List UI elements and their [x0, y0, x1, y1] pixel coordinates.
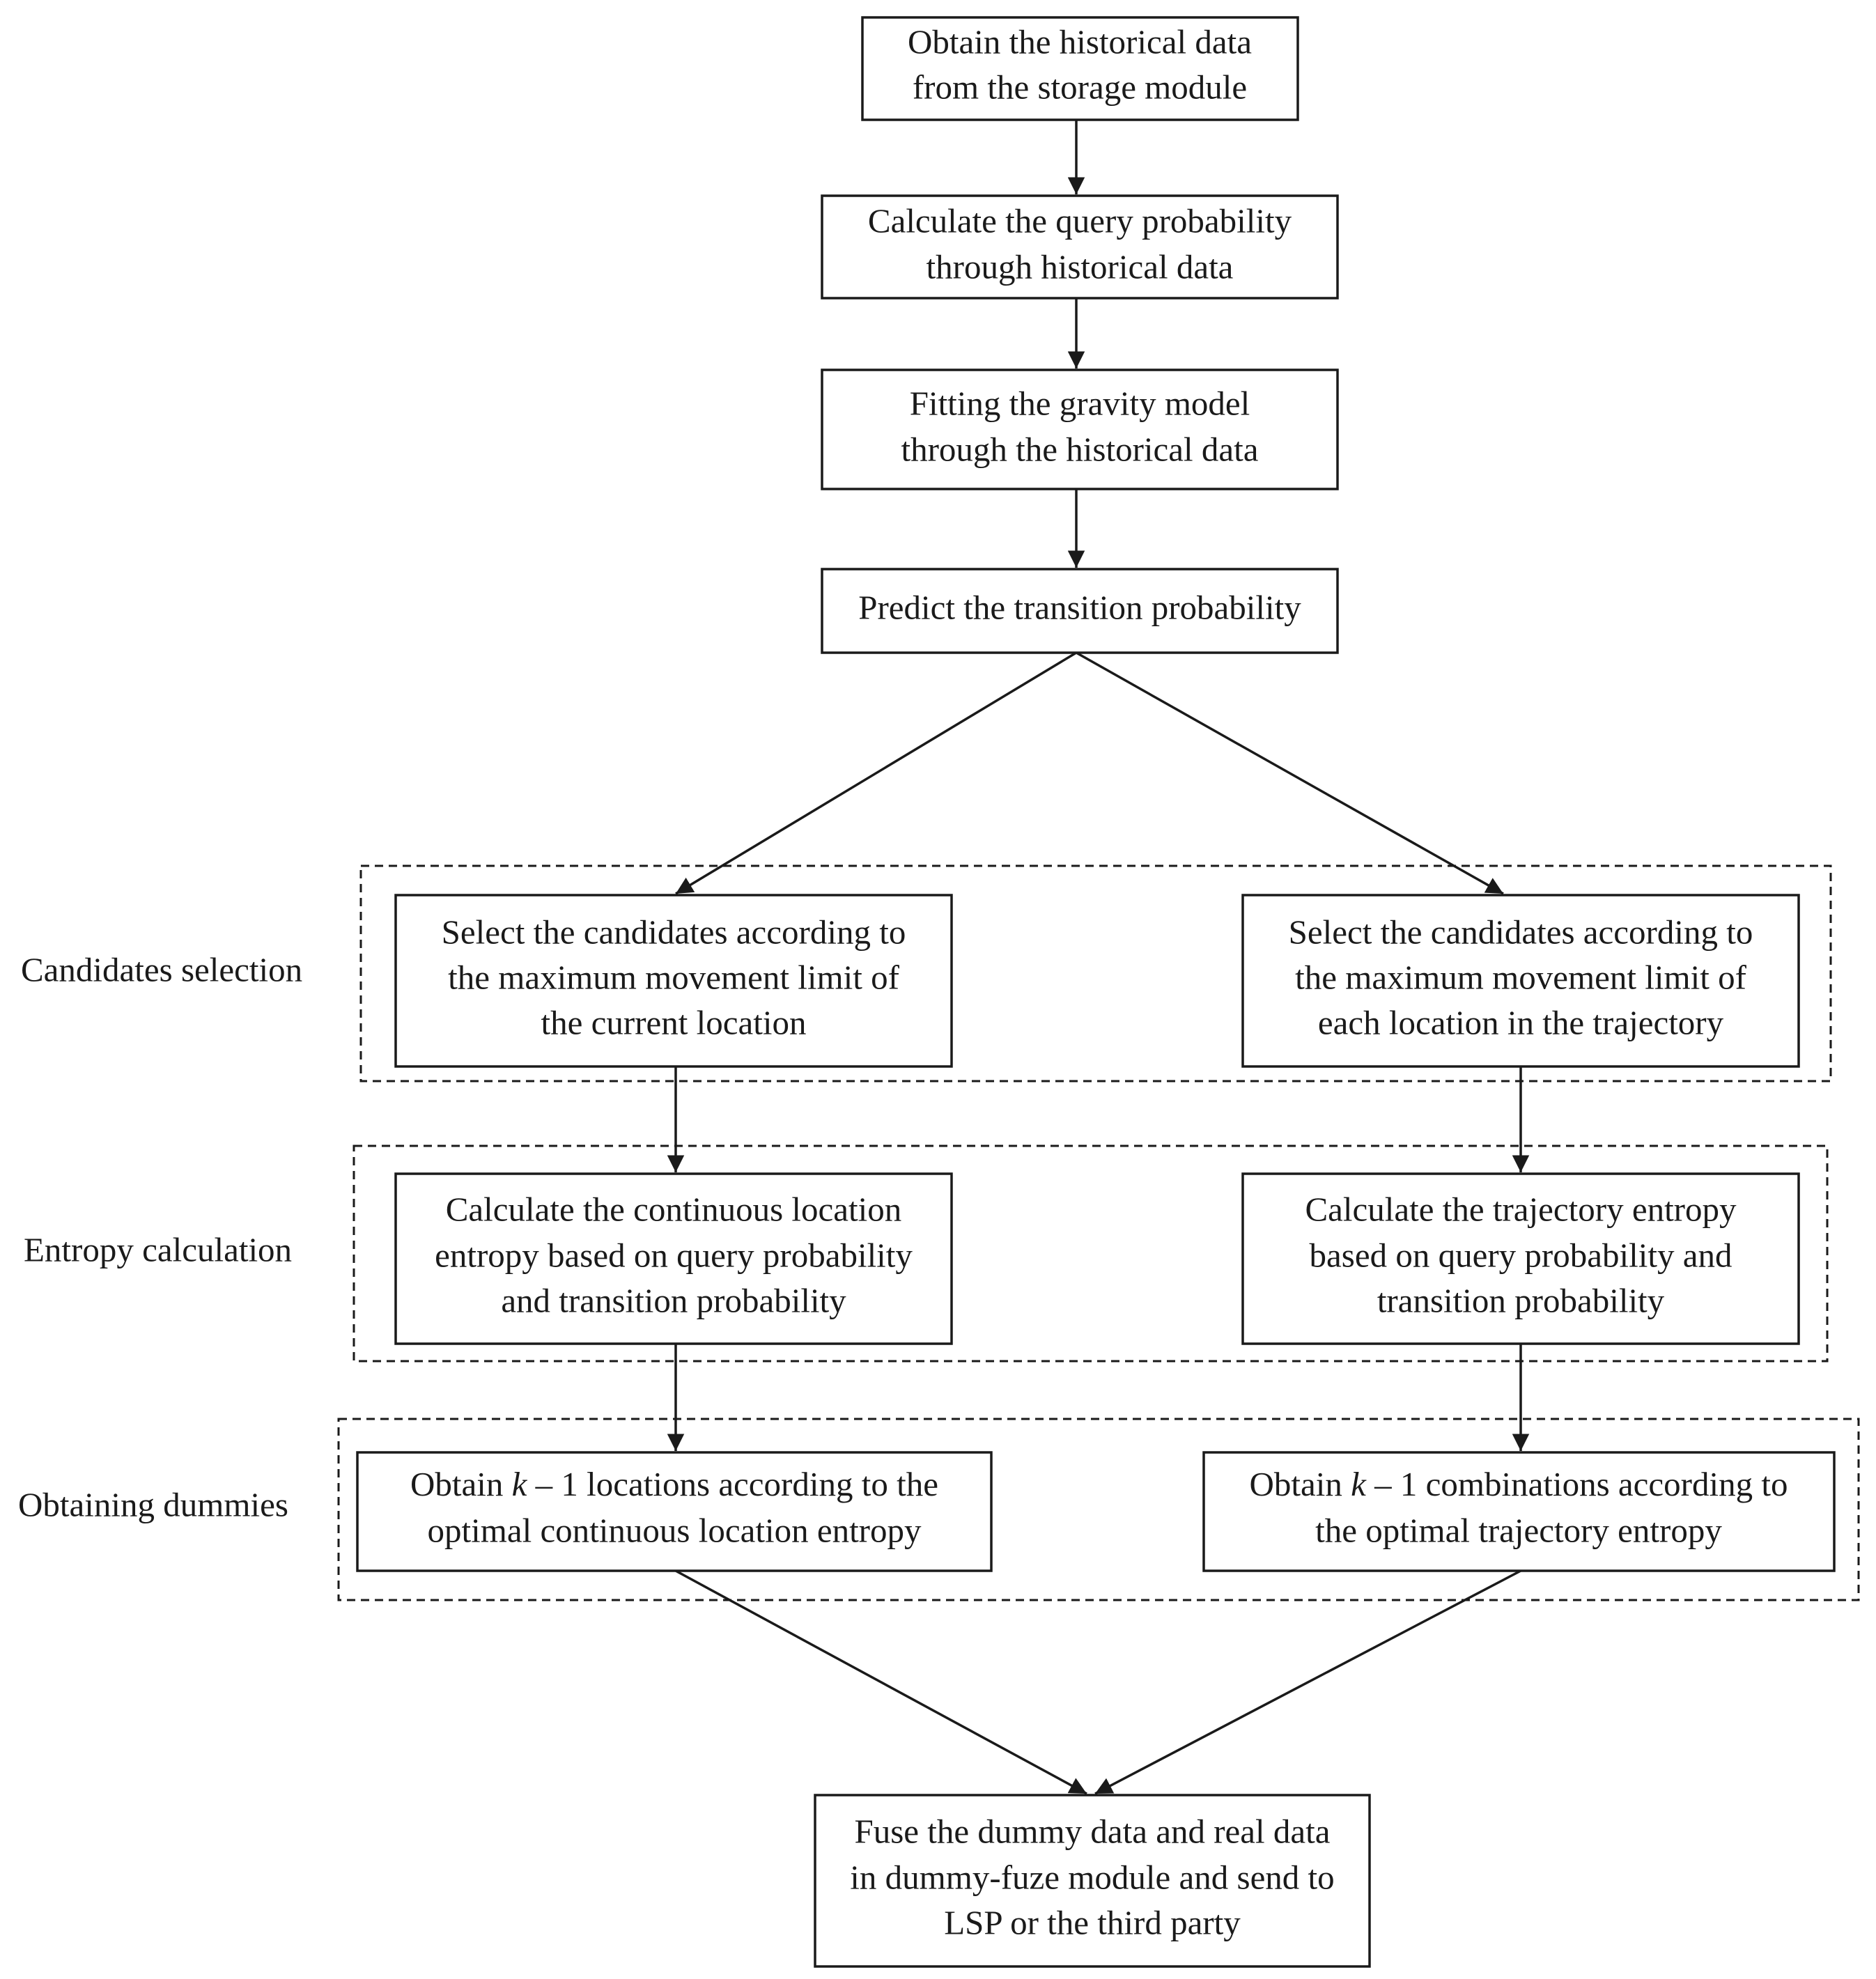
node-text-line: Calculate the trajectory entropy — [1305, 1190, 1737, 1228]
node-text-line: the maximum movement limit of — [1295, 958, 1746, 996]
node-text-line: the optimal trajectory entropy — [1315, 1511, 1722, 1549]
node-text-line: Fuse the dummy data and real data — [854, 1812, 1330, 1850]
node-text-line: LSP or the third party — [944, 1903, 1241, 1941]
node-fuse-dummy-and-real-data: Fuse the dummy data and real data in dum… — [814, 1794, 1371, 1968]
node-calculate-query-probability: Calculate the query probability through … — [821, 194, 1339, 300]
group-entropy-calculation — [352, 1144, 1829, 1363]
edge-n4-n5 — [675, 651, 1077, 895]
node-obtain-historical-data: Obtain the historical data from the stor… — [861, 16, 1299, 121]
stage-label-candidates-selection: Candidates selection — [21, 950, 302, 988]
node-text-line: Obtain k – 1 locations according to the — [410, 1465, 938, 1503]
node-text-line: in dummy-fuze module and send to — [850, 1858, 1334, 1896]
node-text-line: Predict the transition probability — [858, 588, 1301, 626]
edge-n9-n11 — [675, 1569, 1087, 1795]
node-text-line: and transition probability — [501, 1281, 846, 1319]
node-text-line: Calculate the continuous location — [446, 1190, 902, 1228]
node-text-line: Select the candidates according to — [1289, 913, 1753, 951]
node-text-line: Fitting the gravity model — [910, 384, 1250, 422]
node-text-line: the current location — [541, 1003, 807, 1041]
node-select-candidates-trajectory: Select the candidates according to the m… — [1241, 894, 1800, 1068]
node-text-line: through the historical data — [901, 430, 1259, 468]
node-text-line: each location in the trajectory — [1318, 1003, 1724, 1041]
node-obtain-k-minus-1-combinations: Obtain k – 1 combinations according to t… — [1202, 1451, 1836, 1572]
edge-n10-n11 — [1094, 1569, 1521, 1795]
node-text-line: based on query probability and — [1310, 1236, 1732, 1274]
node-predict-transition-probability: Predict the transition probability — [821, 568, 1339, 654]
node-text-line: optimal continuous location entropy — [427, 1511, 922, 1549]
edge-n4-n6 — [1076, 651, 1504, 895]
node-calculate-continuous-location-entropy: Calculate the continuous location entrop… — [394, 1172, 953, 1345]
node-text-line: the maximum movement limit of — [448, 958, 899, 996]
node-text-line: Obtain k – 1 combinations according to — [1250, 1465, 1788, 1503]
stage-label-entropy-calculation: Entropy calculation — [24, 1230, 292, 1268]
node-text-line: entropy based on query probability — [435, 1236, 913, 1274]
node-text-line: transition probability — [1377, 1281, 1665, 1319]
group-candidates-selection — [359, 864, 1832, 1082]
stage-label-obtaining-dummies: Obtaining dummies — [18, 1485, 288, 1523]
node-calculate-trajectory-entropy: Calculate the trajectory entropy based o… — [1241, 1172, 1800, 1345]
node-text-line: from the storage module — [913, 68, 1247, 106]
node-select-candidates-current: Select the candidates according to the m… — [394, 894, 953, 1068]
node-text-line: through historical data — [927, 247, 1234, 286]
node-text-line: Select the candidates according to — [442, 913, 906, 951]
node-obtain-k-minus-1-locations: Obtain k – 1 locations according to the … — [356, 1451, 993, 1572]
node-fitting-gravity-model: Fitting the gravity model through the hi… — [821, 368, 1339, 490]
node-text-line: Obtain the historical data — [908, 22, 1252, 61]
node-text-line: Calculate the query probability — [868, 201, 1292, 240]
group-obtaining-dummies — [337, 1418, 1860, 1601]
